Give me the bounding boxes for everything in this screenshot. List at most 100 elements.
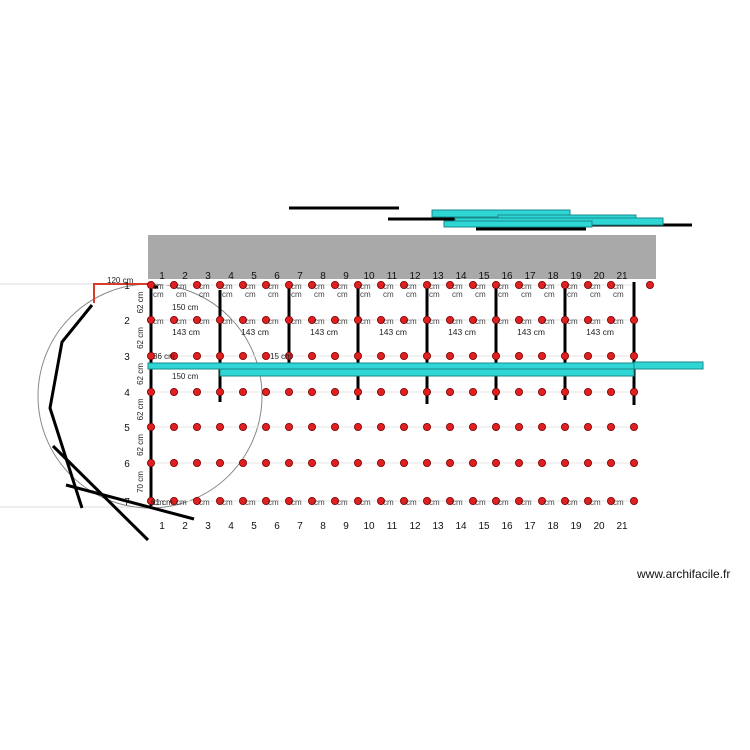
post-dot bbox=[538, 351, 547, 360]
dimension-clutter: cm bbox=[452, 317, 463, 326]
span-label: 143 cm bbox=[310, 327, 338, 337]
dimension-clutter: cm bbox=[613, 290, 624, 299]
dimension-clutter: cm bbox=[498, 282, 509, 291]
post-dot bbox=[261, 315, 270, 324]
post-dot bbox=[192, 280, 201, 289]
post-dot bbox=[169, 496, 178, 505]
dimension-clutter: cm bbox=[498, 498, 509, 507]
span-label: 143 cm bbox=[517, 327, 545, 337]
column-number-top: 18 bbox=[547, 271, 559, 282]
dimension-clutter: cm bbox=[337, 290, 348, 299]
dimension-clutter: cm bbox=[406, 317, 417, 326]
row-number: 2 bbox=[124, 316, 130, 327]
post-dot bbox=[192, 351, 201, 360]
post-dot bbox=[376, 458, 385, 467]
post-dot bbox=[399, 315, 408, 324]
column-number-top: 15 bbox=[478, 271, 490, 282]
dimension-clutter: cm bbox=[567, 317, 578, 326]
column-number-top: 6 bbox=[274, 271, 280, 282]
dimension-clutter: cm bbox=[406, 498, 417, 507]
watermark: www.archifacile.fr bbox=[637, 567, 731, 581]
post-dot bbox=[584, 315, 593, 324]
post-dot bbox=[422, 387, 431, 396]
post-dot bbox=[399, 280, 408, 289]
glass-panel bbox=[443, 220, 593, 228]
row-spacing-label: 62 cm bbox=[136, 291, 145, 313]
column-number-bottom: 21 bbox=[616, 521, 628, 532]
radius-label: 150 cm bbox=[172, 303, 199, 312]
column-number-bottom: 11 bbox=[387, 521, 398, 532]
post-dot bbox=[284, 496, 293, 505]
post-dot bbox=[630, 387, 639, 396]
dimension-clutter: cm bbox=[544, 282, 555, 291]
dimension-clutter: cm bbox=[590, 282, 601, 291]
column-number-top: 5 bbox=[251, 271, 257, 282]
dimension-clutter: cm bbox=[521, 498, 532, 507]
post-dot bbox=[146, 315, 155, 324]
post-dot bbox=[169, 351, 178, 360]
column-number-top: 7 bbox=[297, 271, 303, 282]
column-number-top: 3 bbox=[205, 271, 211, 282]
glass-bar bbox=[219, 368, 635, 377]
column-number-bottom: 2 bbox=[182, 521, 188, 532]
post-dot bbox=[445, 458, 454, 467]
dimension-clutter: cm bbox=[452, 290, 463, 299]
dimension-clutter: cm bbox=[590, 290, 601, 299]
post-dot bbox=[261, 387, 270, 396]
post-dot bbox=[630, 351, 639, 360]
column-number-bottom: 7 bbox=[297, 521, 303, 532]
frame-corner bbox=[93, 283, 150, 303]
dimension-clutter: cm bbox=[314, 498, 325, 507]
post-dot bbox=[399, 496, 408, 505]
column-number-top: 10 bbox=[363, 271, 375, 282]
dimension-clutter: cm bbox=[199, 290, 210, 299]
column-number-top: 4 bbox=[228, 271, 234, 282]
dimension-clutter: cm bbox=[452, 498, 463, 507]
dimension-clutter: cm bbox=[360, 498, 371, 507]
column-number-bottom: 19 bbox=[570, 521, 582, 532]
dimension-clutter: cm bbox=[360, 282, 371, 291]
post-dot bbox=[630, 496, 639, 505]
dimension-clutter: cm bbox=[452, 282, 463, 291]
dimension-clutter: cm bbox=[567, 498, 578, 507]
post-dot bbox=[607, 351, 616, 360]
dimension-clutter: cm bbox=[521, 317, 532, 326]
dimension-clutter: cm bbox=[544, 317, 555, 326]
dimension-clutter: cm bbox=[291, 498, 302, 507]
post-dot bbox=[238, 458, 247, 467]
post-dot bbox=[468, 280, 477, 289]
post-dot bbox=[584, 351, 593, 360]
post-dot bbox=[607, 496, 616, 505]
dimension-clutter: cm bbox=[429, 282, 440, 291]
column-number-bottom: 12 bbox=[409, 521, 421, 532]
post-dot bbox=[630, 315, 639, 324]
column-number-top: 17 bbox=[524, 271, 536, 282]
column-number-top: 21 bbox=[616, 271, 628, 282]
row-number: 4 bbox=[124, 388, 130, 399]
post-dot bbox=[561, 280, 570, 289]
post-dot bbox=[330, 458, 339, 467]
dimension-clutter: cm bbox=[314, 290, 325, 299]
post-dot bbox=[422, 280, 431, 289]
dimension-clutter: cm bbox=[176, 282, 187, 291]
dimension-clutter: cm bbox=[153, 282, 164, 291]
post-dot bbox=[307, 422, 316, 431]
dimension-clutter: cm bbox=[429, 290, 440, 299]
post-dot bbox=[445, 422, 454, 431]
post-dot bbox=[468, 422, 477, 431]
column-number-top: 1 bbox=[159, 271, 165, 282]
dimension-clutter: cm bbox=[498, 317, 509, 326]
dimension-clutter: cm bbox=[314, 317, 325, 326]
dimension-clutter: cm bbox=[268, 317, 279, 326]
post-dot bbox=[491, 458, 500, 467]
post-dot bbox=[353, 458, 362, 467]
post-dot bbox=[307, 280, 316, 289]
post-dot bbox=[491, 280, 500, 289]
post-dot bbox=[238, 315, 247, 324]
column-number-top: 16 bbox=[501, 271, 513, 282]
column-number-top: 12 bbox=[409, 271, 421, 282]
post-dot bbox=[561, 458, 570, 467]
column-number-bottom: 8 bbox=[320, 521, 326, 532]
column-number-bottom: 9 bbox=[343, 521, 349, 532]
